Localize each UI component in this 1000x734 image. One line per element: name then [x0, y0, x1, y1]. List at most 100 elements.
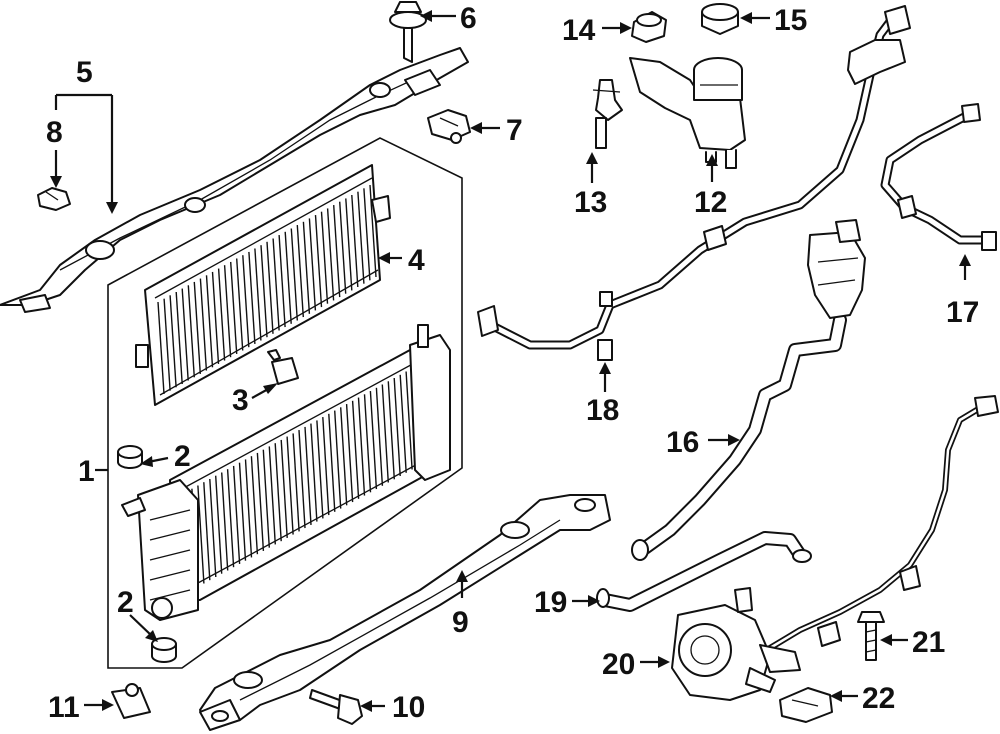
condenser-fin [314, 215, 323, 308]
condenser-fin [320, 211, 329, 304]
radiator-assembly-frame [107, 137, 463, 669]
radiator-fin [209, 478, 217, 578]
condenser-fin [308, 218, 317, 311]
condenser-fin [223, 265, 232, 358]
condenser-fin [266, 241, 274, 334]
radiator-fin [256, 452, 265, 551]
radiator-fin [221, 472, 229, 571]
condenser-fin [254, 248, 262, 341]
callout-2-lower: 2 [117, 586, 134, 619]
condenser-fin [205, 275, 214, 368]
condenser-fin [357, 191, 365, 284]
fitting-part-13 [592, 79, 623, 149]
condenser-fin [302, 221, 311, 314]
condenser-fin [345, 198, 353, 291]
radiator-fin [340, 407, 348, 506]
radiator-fin [262, 449, 270, 548]
radiator-fin [274, 443, 282, 542]
radiator-fin [226, 469, 235, 568]
condenser-fin [211, 271, 220, 364]
condenser-fin [260, 245, 268, 338]
callout-12: 12 [694, 186, 727, 219]
condenser-fin [181, 288, 189, 381]
condenser-fin [290, 228, 298, 321]
isolator-part-2-upper [117, 445, 143, 469]
radiator-fin [369, 391, 378, 490]
condenser-fin [296, 225, 304, 318]
radiator-fin [393, 377, 401, 477]
callout-1: 1 [78, 455, 95, 488]
condenser-fin [363, 188, 371, 281]
callout-leaders [50, 10, 971, 712]
radiator-fin [310, 423, 318, 522]
callout-16: 16 [666, 426, 699, 459]
radiator-fin [328, 413, 336, 512]
callout-7: 7 [506, 114, 523, 147]
water-pump-part-20 [671, 587, 801, 701]
radiator-hose-part-16 [631, 219, 866, 561]
nut-clip-part-11 [111, 683, 151, 719]
callout-9: 9 [452, 606, 469, 639]
condenser-fin [369, 184, 377, 278]
condenser-fin [272, 238, 280, 331]
callout-labels: 1 2 2 3 4 5 6 7 8 9 10 11 12 13 14 15 16… [46, 2, 979, 724]
bolt-part-21 [857, 611, 885, 661]
callout-10: 10 [392, 691, 425, 724]
radiator-fin [357, 397, 366, 496]
callout-2-upper: 2 [174, 440, 191, 473]
radiator-fin [322, 417, 330, 516]
radiator-fin [292, 433, 300, 532]
radiator-fin [280, 439, 288, 538]
condenser-fin [163, 298, 171, 391]
radiator-fin [304, 426, 312, 525]
lower-hose-part-19 [596, 531, 812, 612]
callout-18: 18 [586, 394, 619, 427]
callout-19: 19 [534, 586, 567, 619]
condenser-fin [326, 208, 335, 301]
condenser-fin [242, 255, 250, 348]
condenser-fin [199, 278, 208, 371]
radiator-fin [399, 374, 407, 473]
radiator-fin [298, 430, 306, 529]
radiator-fin [203, 482, 211, 581]
condenser-fin [333, 205, 341, 298]
radiator-part-1 [121, 324, 451, 621]
reservoir-cap-part-15 [701, 3, 739, 35]
condenser-fin [217, 268, 226, 361]
radiator-fin [286, 436, 294, 535]
condenser-fin [157, 301, 165, 395]
callout-15: 15 [774, 4, 807, 37]
sensor-part-3 [267, 349, 299, 385]
bolt-part-10 [309, 689, 363, 725]
condenser-fin [248, 251, 256, 344]
callout-21: 21 [912, 626, 945, 659]
bolt-part-6 [389, 1, 427, 63]
callout-4: 4 [408, 244, 425, 277]
callout-11: 11 [48, 691, 80, 724]
coolant-reservoir-part-12 [629, 57, 746, 169]
bracket-part-7 [427, 109, 471, 144]
coolant-hose-part-18 [477, 5, 911, 361]
condenser-fin [339, 201, 347, 294]
radiator-fin [250, 456, 259, 555]
radiator-fin [381, 384, 389, 483]
lower-radiator-support-part-9 [199, 494, 611, 731]
callout-8: 8 [46, 116, 63, 149]
callout-3: 3 [232, 384, 249, 417]
radiator-fin [238, 462, 247, 561]
upper-radiator-support [0, 47, 469, 313]
radiator-fin [232, 465, 241, 564]
radiator-fin [268, 446, 276, 545]
callout-6: 6 [460, 2, 477, 35]
condenser-fin [187, 285, 195, 378]
condenser-fin [230, 261, 238, 354]
callout-17: 17 [946, 296, 979, 329]
bracket-part-22 [779, 687, 833, 723]
radiator-fin [316, 420, 324, 519]
radiator-fin [345, 404, 354, 503]
retainer-clip-part-8 [37, 187, 71, 211]
cap-part-14 [631, 11, 667, 43]
wiring-harness [767, 395, 999, 651]
condenser-fin [193, 281, 201, 374]
